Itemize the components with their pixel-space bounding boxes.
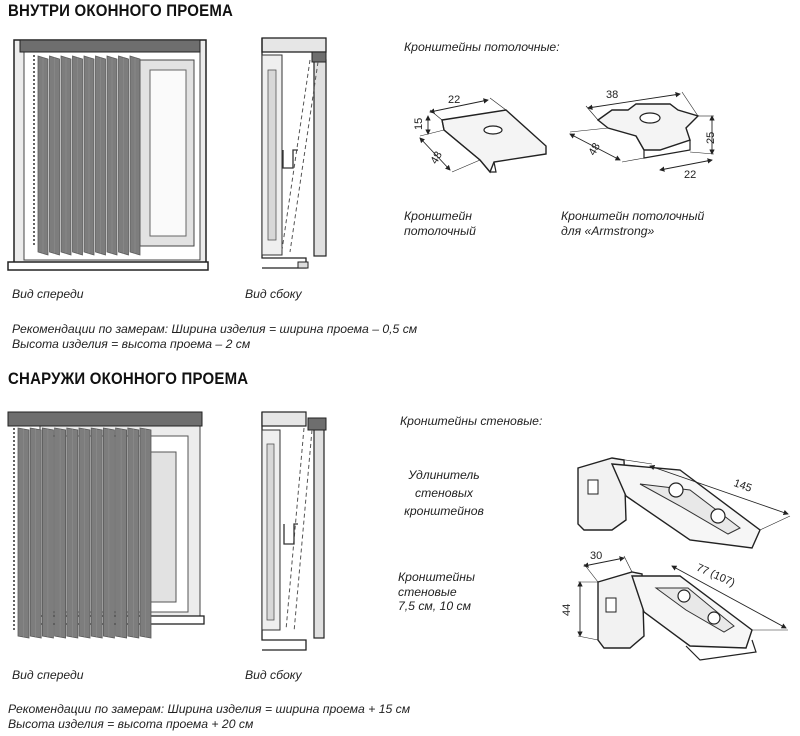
armstrong-dim-depth: 48 xyxy=(586,141,603,158)
armstrong-bracket-label-line1: Кронштейн потолочный xyxy=(561,209,705,223)
armstrong-dim-extra: 22 xyxy=(684,169,696,181)
headrail-side xyxy=(311,51,327,63)
wall-bracket-label-line1: Кронштейны xyxy=(398,570,475,584)
ceiling-bracket-dim-height: 15 xyxy=(413,118,425,130)
handle-side xyxy=(282,149,298,169)
section-title-outside: СНАРУЖИ ОКОННОГО ПРОЕМА xyxy=(8,370,249,389)
armstrong-dim-height: 25 xyxy=(705,132,717,144)
armstrong-bracket-label: Кронштейн потолочный для «Armstrong» xyxy=(561,209,704,238)
section-title-inside: ВНУТРИ ОКОННОГО ПРОЕМА xyxy=(8,2,234,21)
wall-bracket-dim-length: 77 (107) xyxy=(694,562,736,590)
armstrong-bracket-label-line2: для «Armstrong» xyxy=(561,223,655,238)
front-view-outside xyxy=(7,411,205,639)
wall-brackets-title: Кронштейны стеновые: xyxy=(400,414,543,428)
ceiling-bracket-label-line2: потолочный xyxy=(404,223,476,238)
side-view-caption-top: Вид сбоку xyxy=(245,287,302,301)
extender-dim-length: 145 xyxy=(732,477,753,495)
front-view-caption-top: Вид спереди xyxy=(12,287,84,301)
recommendation-inside-line2: Высота изделия = высота проема – 2 см xyxy=(12,336,251,351)
ceiling-block xyxy=(261,37,327,53)
wall-bracket-drawing: 30 77 (107) 44 xyxy=(561,550,788,661)
slats-group-bottom xyxy=(17,427,152,639)
ceiling-bracket-drawing: 22 15 48 xyxy=(413,94,547,174)
recommendation-outside-line1: Рекомендации по замерам: Ширина изделия … xyxy=(8,702,411,716)
wall-bracket-label: Кронштейны стеновые 7,5 см, 10 см xyxy=(398,570,475,614)
extender-label-line3: кронштейнов xyxy=(404,504,484,518)
front-view-caption-bottom: Вид спереди xyxy=(12,668,84,682)
ceiling-bracket-dim-width: 22 xyxy=(448,94,460,106)
ceiling-bracket-label: Кронштейн потолочный xyxy=(404,209,476,238)
armstrong-bracket-drawing: 38 48 25 22 xyxy=(569,89,717,181)
side-view-outside xyxy=(261,411,327,651)
window-sill xyxy=(7,261,209,271)
extender-label-line2: стеновых xyxy=(415,486,473,500)
armstrong-dim-width: 38 xyxy=(606,89,618,101)
recommendation-inside: Рекомендации по замерам: Ширина изделия … xyxy=(12,322,417,351)
recommendation-outside: Рекомендации по замерам: Ширина изделия … xyxy=(8,702,410,731)
extender-bracket-drawing: 145 xyxy=(577,457,791,549)
slat-side xyxy=(313,59,327,257)
window-frame-outside xyxy=(149,451,177,603)
side-view-inside xyxy=(261,37,327,269)
extender-label-line1: Удлинитель xyxy=(408,468,480,482)
wall-bracket-dim-top: 30 xyxy=(590,550,602,562)
wall-bracket-dim-height: 44 xyxy=(561,604,573,616)
recommendation-inside-line1: Рекомендации по замерам: Ширина изделия … xyxy=(12,322,418,336)
extender-label: Удлинитель стеновых кронштейнов xyxy=(398,466,490,520)
window-glass xyxy=(149,69,187,237)
recommendation-outside-line2: Высота изделия = высота проема + 20 см xyxy=(8,716,254,731)
slats-group-top xyxy=(37,55,141,256)
headrail xyxy=(19,39,201,53)
side-view-caption-bottom: Вид сбоку xyxy=(245,668,302,682)
slat-open-dashed xyxy=(281,59,311,251)
headrail-outside xyxy=(7,411,203,427)
front-view-inside xyxy=(7,39,209,271)
ceiling-bracket-label-line1: Кронштейн xyxy=(404,209,472,223)
wall-bracket-label-line3: 7,5 см, 10 см xyxy=(398,599,471,613)
ceiling-brackets-title: Кронштейны потолочные: xyxy=(404,40,560,54)
wall-bracket-label-line2: стеновые xyxy=(398,584,457,599)
ceiling-bracket-dim-depth: 48 xyxy=(428,150,445,167)
